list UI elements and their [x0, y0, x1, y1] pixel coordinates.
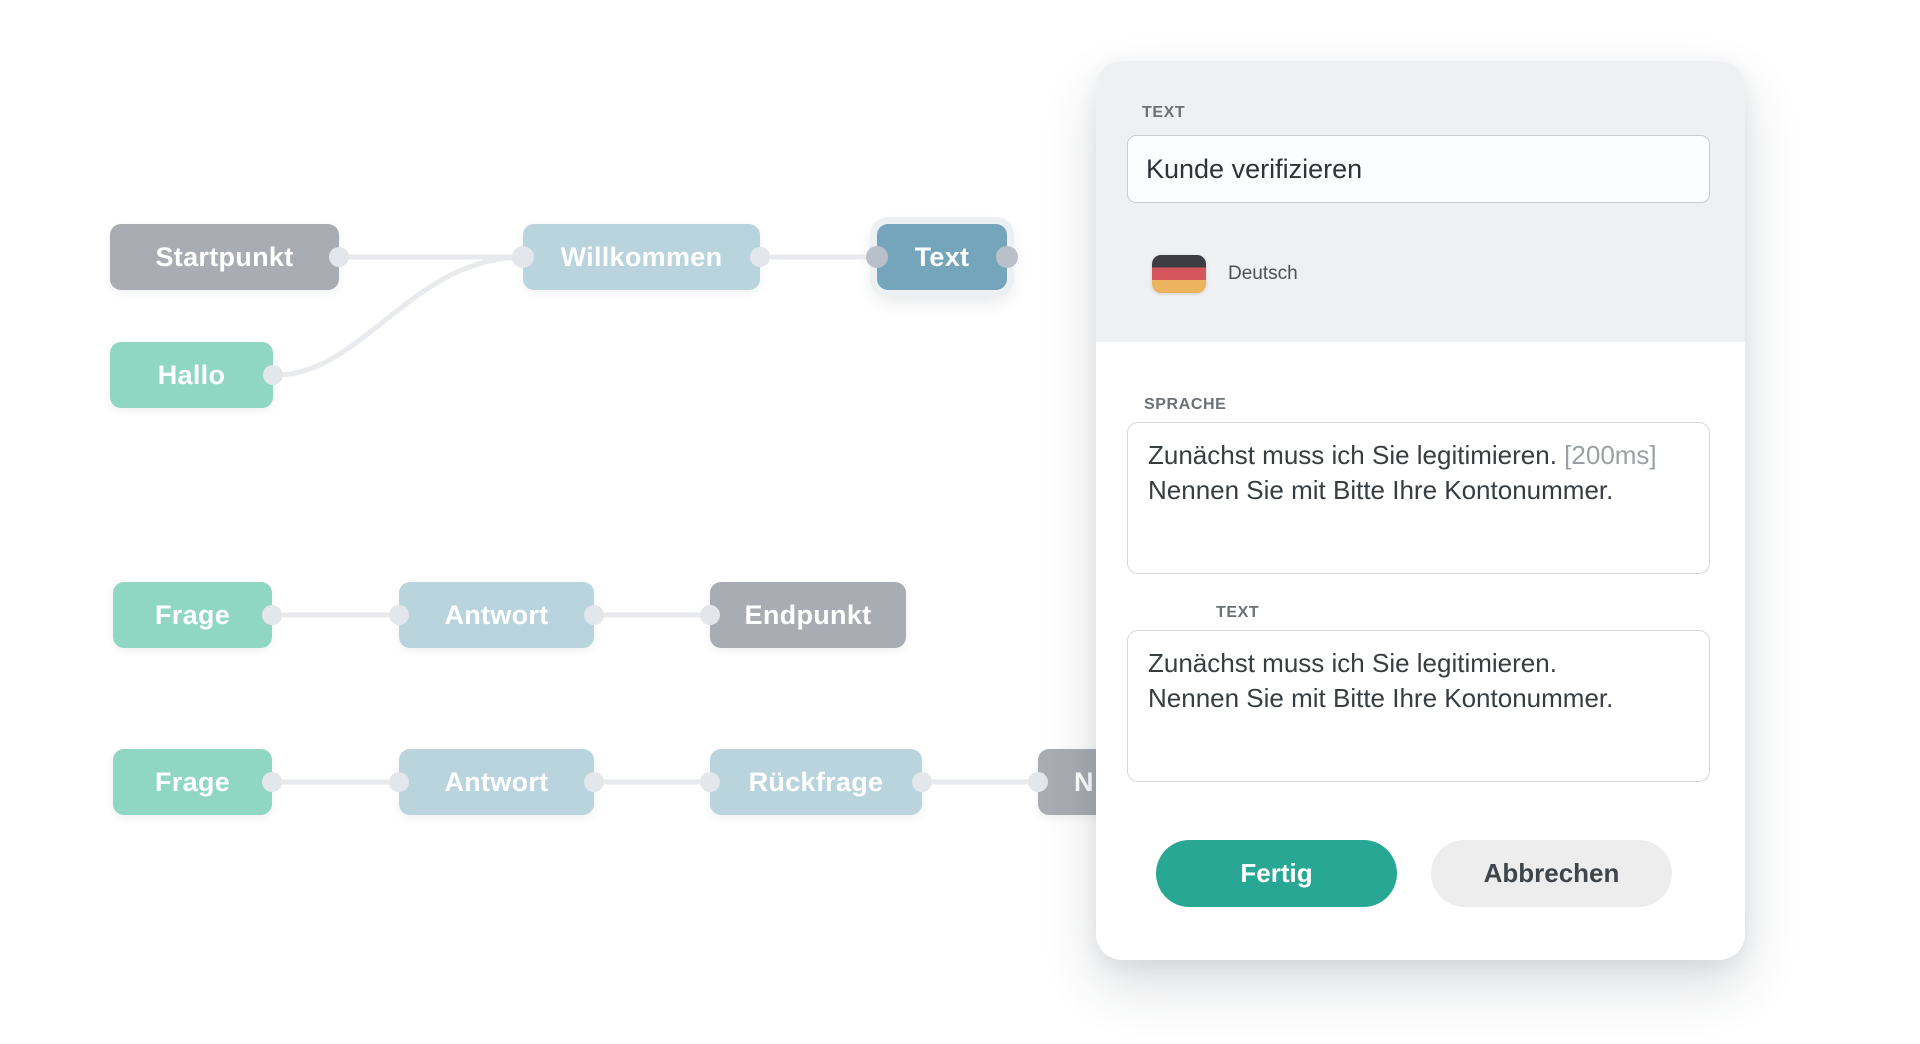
sprache-text-line1: Zunächst muss ich Sie legitimieren. [1148, 440, 1565, 470]
text-textarea[interactable]: Zunächst muss ich Sie legitimieren. Nenn… [1127, 630, 1710, 782]
node-text-selected[interactable]: Text [877, 224, 1007, 290]
language-selector[interactable]: Deutsch [1152, 255, 1298, 293]
node-startpunkt[interactable]: Startpunkt [110, 224, 339, 290]
text-field-label: TEXT [1216, 604, 1260, 621]
node-rueckfrage[interactable]: Rückfrage [710, 749, 922, 815]
cancel-button[interactable]: Abbrechen [1431, 840, 1672, 907]
node-endpunkt[interactable]: Endpunkt [710, 582, 906, 648]
node-frage-2[interactable]: Frage [113, 749, 272, 815]
panel-buttons: Fertig Abbrechen [1156, 840, 1672, 907]
node-antwort-1[interactable]: Antwort [399, 582, 594, 648]
node-willkommen[interactable]: Willkommen [523, 224, 760, 290]
sprache-textarea[interactable]: Zunächst muss ich Sie legitimieren. [200… [1127, 422, 1710, 574]
done-button[interactable]: Fertig [1156, 840, 1397, 907]
panel-body: SPRACHE Zunächst muss ich Sie legitimier… [1096, 342, 1745, 960]
pause-token: [200ms] [1564, 440, 1657, 470]
node-title-input[interactable] [1127, 135, 1710, 203]
sprache-field-label: SPRACHE [1144, 396, 1227, 413]
language-label: Deutsch [1228, 263, 1298, 284]
german-flag-icon [1152, 255, 1206, 293]
node-antwort-2[interactable]: Antwort [399, 749, 594, 815]
node-editor-panel: TEXT Deutsch SPRACHE Zunächst muss ich S… [1096, 61, 1745, 960]
title-field-label: TEXT [1142, 104, 1186, 121]
node-frage-1[interactable]: Frage [113, 582, 272, 648]
panel-header: TEXT Deutsch [1096, 61, 1745, 342]
sprache-text-line2: Nennen Sie mit Bitte Ihre Kontonummer. [1148, 475, 1614, 505]
node-hallo[interactable]: Hallo [110, 342, 273, 408]
